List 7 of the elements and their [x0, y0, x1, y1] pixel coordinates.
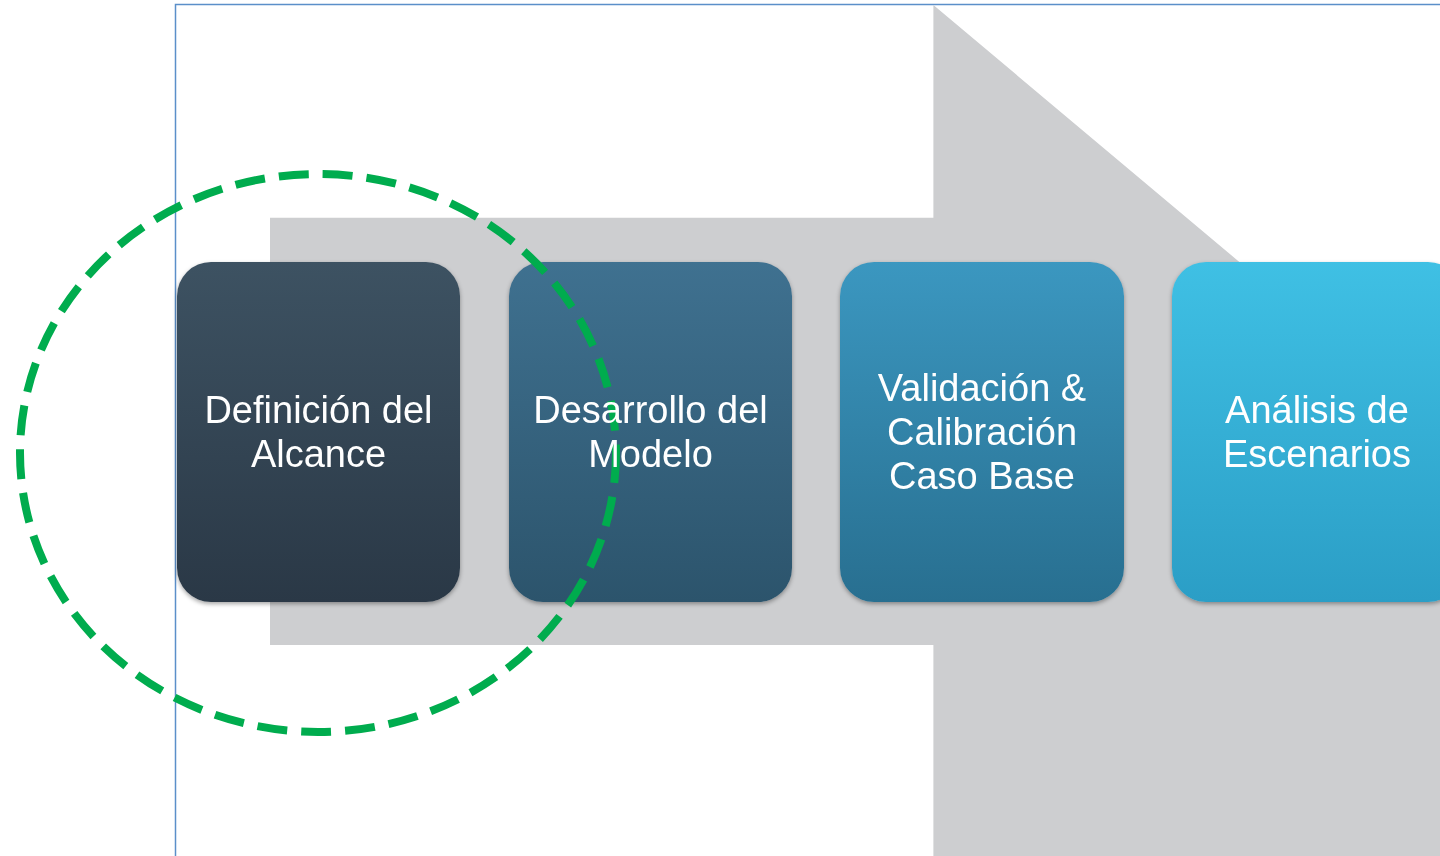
process-box [1172, 262, 1440, 602]
process-box [840, 262, 1124, 602]
step-label: Definición del Alcance [203, 388, 434, 476]
process-box [509, 262, 792, 602]
step-label: Análisis de Escenarios [1222, 388, 1412, 476]
step-label: Validación & Calibración Caso Base [876, 366, 1088, 498]
step-label: Desarrollo del Modelo [532, 388, 769, 476]
